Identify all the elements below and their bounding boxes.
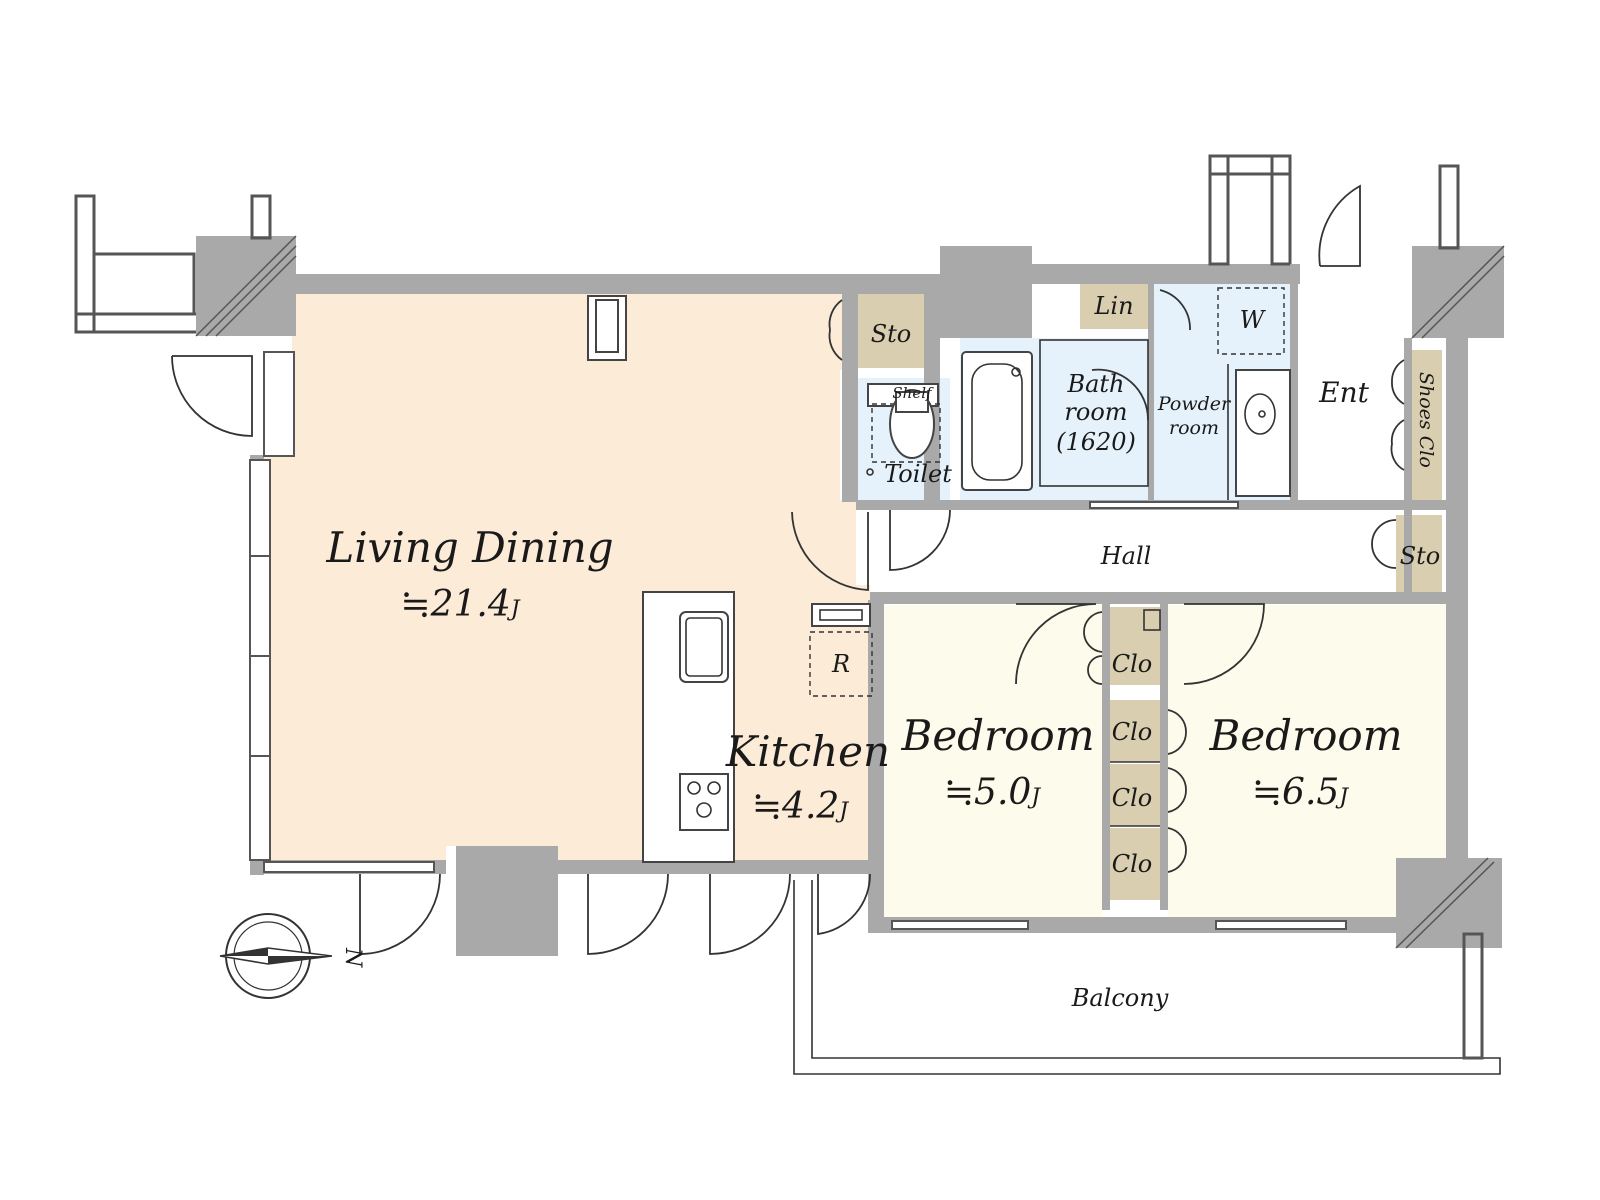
bath-label-1: Bath [1066,370,1124,398]
doors [171,184,1405,955]
bedroom-2-size: ≒6.5J [1252,772,1349,813]
linen-label: Lin [1093,292,1133,320]
refrigerator-label: R [831,650,850,678]
bedroom-1-floor [884,605,1102,917]
closet-4-label: Clo [1112,850,1153,878]
bath-label-3: (1620) [1056,428,1136,456]
washer-label: W [1240,306,1267,334]
storage-top-label: Sto [871,320,912,348]
closet-2-label: Clo [1112,718,1153,746]
washer-space [1217,287,1285,355]
powder-label-1: Powder [1157,393,1232,415]
fixtures [642,287,1291,863]
refrigerator-space [809,631,873,697]
storage-hall-label: Sto [1400,542,1441,570]
bathtub-icon [961,351,1033,491]
living-dining-floor [262,292,870,872]
powder-label-2: room [1169,417,1219,439]
compass-north-label: N [340,947,365,968]
labels: Living Dining ≒21.4J Kitchen ≒4.2J Bedro… [325,292,1440,1012]
compass: N [219,913,365,999]
balcony-outline [793,880,1501,1075]
closet-4-floor [1106,828,1160,900]
linen-floor [1080,283,1148,329]
storage-hall-floor [1396,515,1442,595]
kitchen-label: Kitchen [725,727,890,776]
corner-hatching [195,235,1505,949]
bedroom-1-label: Bedroom [900,711,1094,760]
entrance-label: Ent [1318,376,1369,409]
bedroom-2-label: Bedroom [1208,711,1402,760]
kitchen-size: ≒4.2J [752,786,849,827]
sink-icon [679,611,729,683]
closet-3-floor [1106,764,1160,826]
shelf-label: Shelf [892,384,934,402]
bath-label-2: room [1064,398,1127,426]
closet-3-label: Clo [1112,784,1153,812]
toilet-label: Toilet [884,460,952,488]
shoes-closet-label: Shoes Clo [1415,372,1437,468]
windows [249,351,1347,930]
closet-1-label: Clo [1112,650,1153,678]
shoes-closet-floor [1412,350,1442,500]
living-dining-label: Living Dining [325,523,613,572]
hall-label: Hall [1100,542,1152,570]
bedroom-1-size: ≒5.0J [944,772,1041,813]
closet-1-floor [1104,607,1160,685]
balcony-label: Balcony [1071,984,1169,1012]
closet-2-floor [1106,700,1160,762]
storage-top-floor [857,293,925,368]
living-dining-size: ≒21.4J [400,584,520,625]
stove-icon [679,773,729,831]
